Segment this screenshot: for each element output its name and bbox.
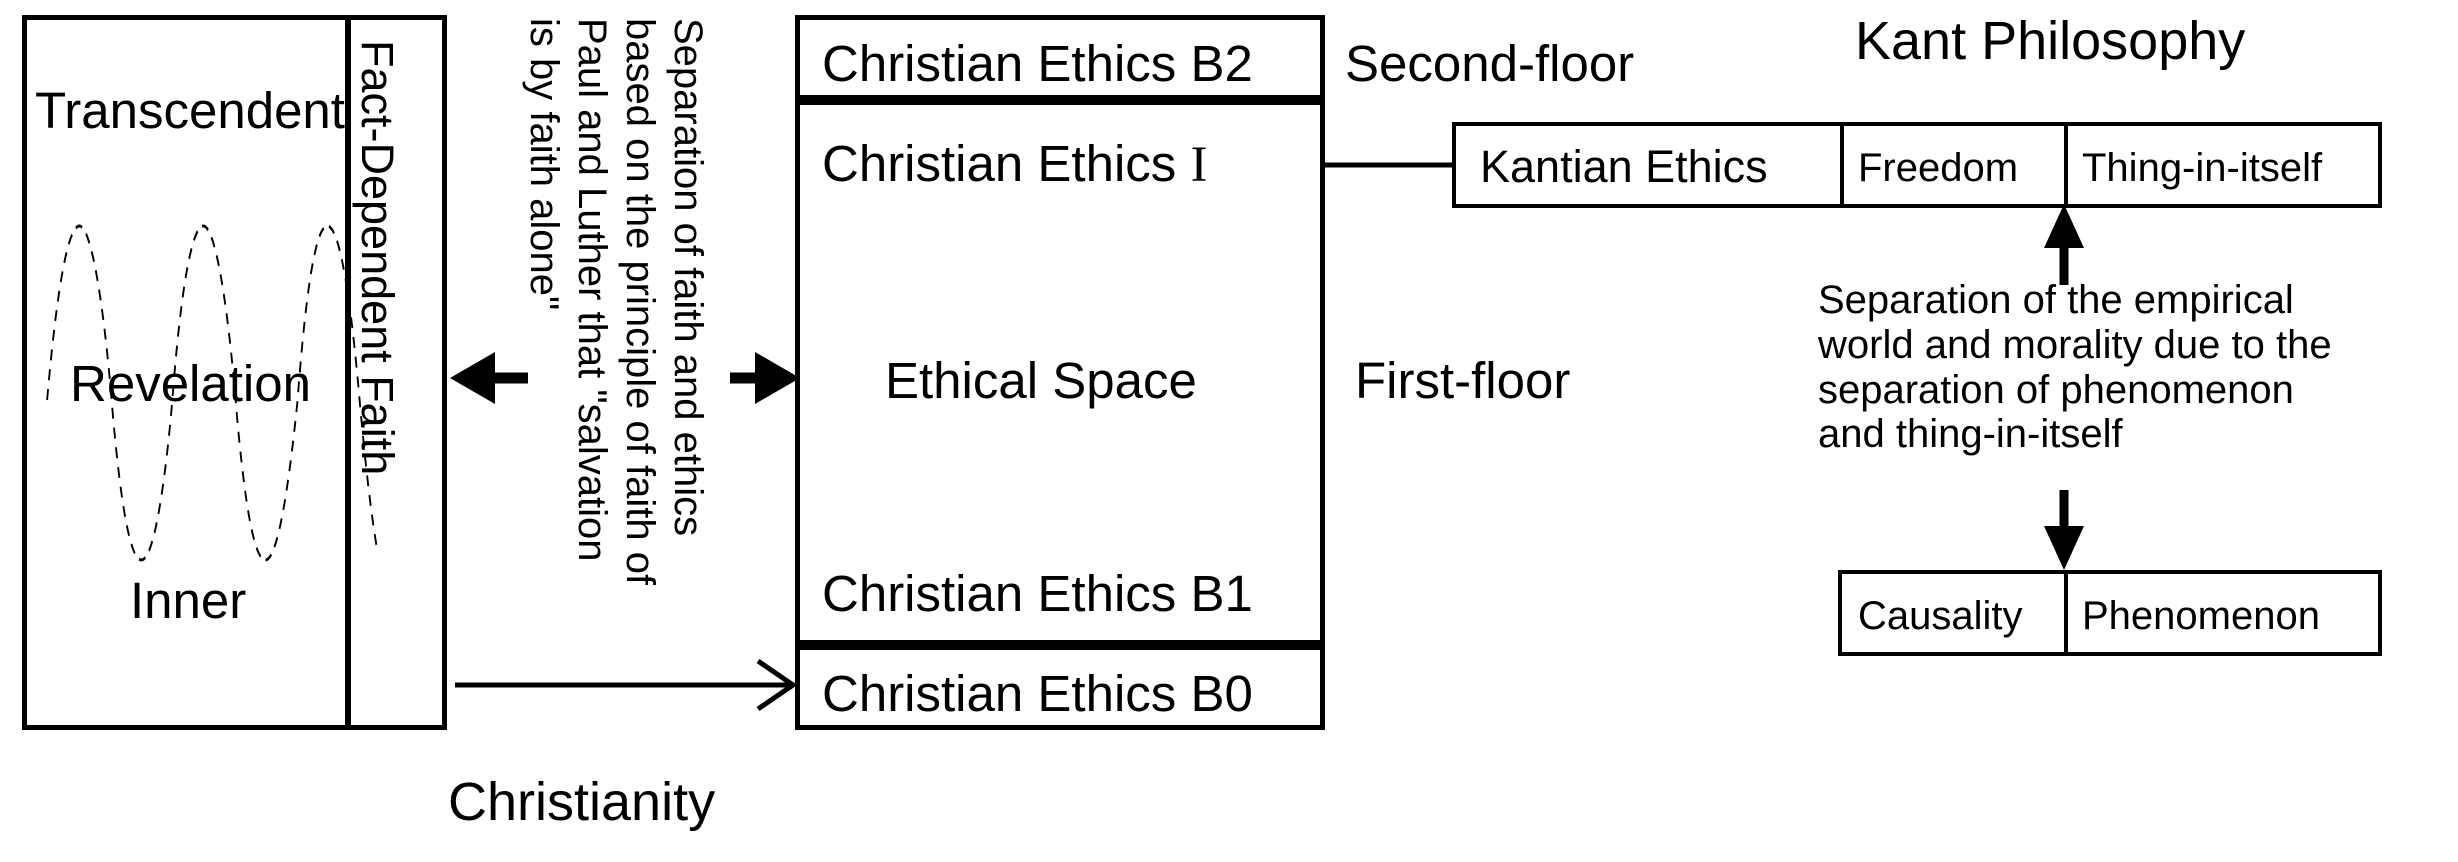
fact-dependent-faith-label: Fact-Dependent Faith — [352, 40, 403, 476]
christianity-caption: Christianity — [448, 772, 716, 832]
revelation-label: Revelation — [70, 355, 311, 412]
transcendent-label: Transcendent — [35, 82, 345, 139]
right-arrow-icon — [730, 352, 800, 404]
kant-top-row-divider-2 — [2064, 122, 2068, 208]
left-arrow-icon — [450, 352, 528, 404]
kant-top-row — [1452, 122, 2382, 208]
freedom-label: Freedom — [1858, 146, 2019, 190]
kant-note: Separation of the empirical world and mo… — [1818, 278, 2438, 457]
bottom-arrow-icon — [455, 658, 798, 712]
kantian-ethics-label: Kantian Ethics — [1480, 141, 1768, 192]
kant-note-line-4: and thing-in-itself — [1818, 412, 2123, 457]
bridge-note-line-2: based on the principle of faith of — [618, 18, 662, 586]
up-arrow-icon — [2044, 204, 2084, 285]
bridge-note-line-3: Paul and Luther that "salvation — [570, 18, 614, 562]
thing-in-itself-label: Thing-in-itself — [2082, 146, 2323, 190]
second-floor-label: Second-floor — [1345, 35, 1635, 92]
kant-note-line-2: world and morality due to the — [1818, 322, 2332, 367]
first-floor-label: First-floor — [1355, 352, 1571, 409]
kant-bottom-row-divider — [2064, 570, 2068, 656]
bridge-note-line-1: Separation of faith and ethics — [666, 18, 710, 537]
kant-philosophy-title: Kant Philosophy — [1855, 11, 2246, 71]
causality-label: Causality — [1858, 594, 2023, 638]
down-arrow-icon — [2044, 490, 2084, 570]
ethical-space-label: Ethical Space — [885, 352, 1197, 409]
kant-note-line-1: Separation of the empirical — [1818, 278, 2294, 322]
ethical-space-box — [795, 100, 1325, 645]
kant-top-row-divider-1 — [1840, 122, 1844, 208]
bridge-note-line-4: is by faith alone" — [522, 18, 566, 311]
christian-ethics-i-label: Christian Ethics I — [822, 138, 1207, 191]
christian-ethics-i-text: Christian Ethics I — [822, 135, 1208, 193]
phenomenon-label: Phenomenon — [2082, 594, 2320, 638]
christian-ethics-b1-label: Christian Ethics B1 — [822, 565, 1253, 622]
kant-note-line-3: separation of phenomenon — [1818, 367, 2294, 412]
kant-bottom-row — [1838, 570, 2382, 656]
christian-ethics-b2-label: Christian Ethics B2 — [822, 35, 1253, 92]
inner-label: Inner — [130, 572, 247, 629]
christian-ethics-b0-label: Christian Ethics B0 — [822, 665, 1253, 722]
christianity-panel-divider — [345, 15, 351, 730]
roman-numeral-one: I — [1190, 137, 1208, 193]
christian-ethics-b2-box — [795, 15, 1325, 100]
christian-ethics-b0-box — [795, 645, 1325, 730]
